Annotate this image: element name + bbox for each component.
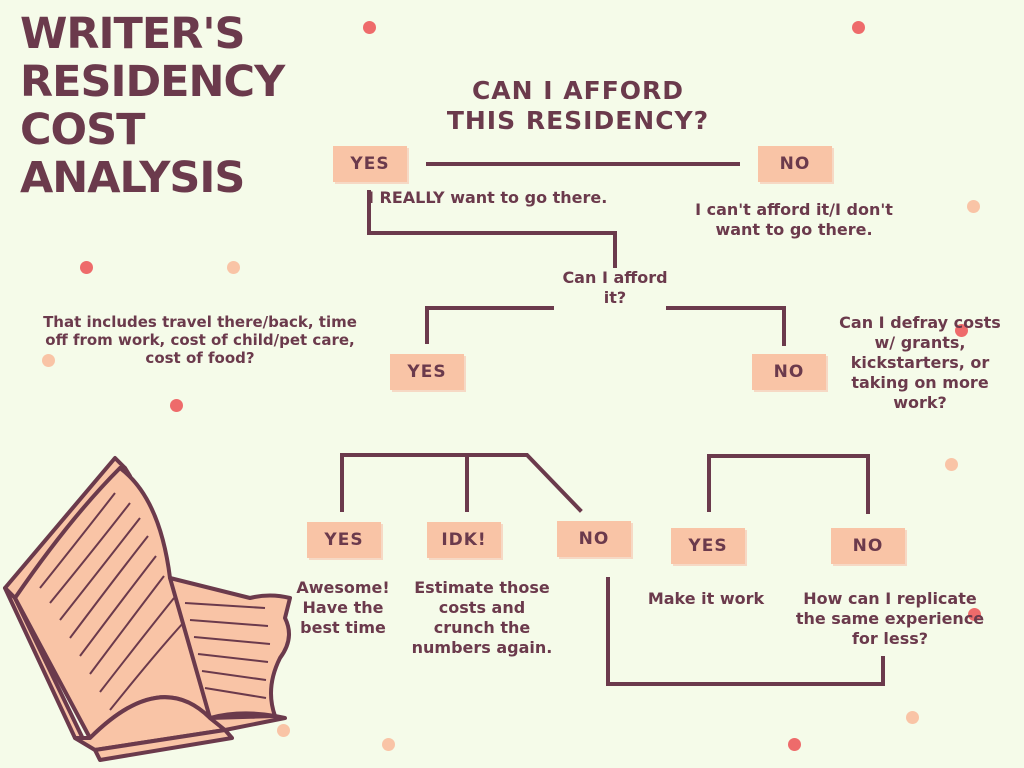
estimate-text: Estimate those costs and crunch the numb…	[411, 578, 553, 657]
yes-box-includes: YES	[307, 522, 381, 558]
yes-box-afford-residency: YES	[333, 146, 407, 182]
idk-box: IDK!	[427, 522, 501, 558]
decor-dot	[968, 608, 981, 621]
decor-dot	[382, 738, 395, 751]
connector-line	[425, 306, 554, 344]
really-want-text: I REALLY want to go there.	[368, 188, 608, 207]
decor-dot	[945, 458, 958, 471]
includes-costs-text: That includes travel there/back, time of…	[43, 313, 357, 367]
page-title: WRITER'S RESIDENCY COST ANALYSIS	[20, 9, 285, 203]
decor-dot	[227, 261, 240, 274]
no-box-defray: NO	[831, 528, 905, 564]
connector-line	[707, 454, 870, 514]
yes-box-can-afford: YES	[390, 354, 464, 390]
decor-dot	[80, 261, 93, 274]
decor-dot	[852, 21, 865, 34]
make-it-work-text: Make it work	[647, 589, 765, 608]
open-book-illustration	[3, 456, 292, 762]
decor-dot	[955, 324, 968, 337]
awesome-text: Awesome! Have the best time	[296, 578, 390, 637]
no-box-includes: NO	[557, 521, 631, 557]
decor-dot	[967, 200, 980, 213]
can-afford-question: Can I afford it?	[562, 268, 668, 307]
decor-dot	[788, 738, 801, 751]
decor-dot	[170, 399, 183, 412]
cant-afford-text: I can't afford it/I don't want to go the…	[695, 200, 893, 239]
decor-dot	[906, 711, 919, 724]
no-box-afford-residency: NO	[758, 146, 832, 182]
yes-box-defray: YES	[671, 528, 745, 564]
decor-dot	[42, 354, 55, 367]
connector-line	[606, 577, 885, 686]
main-question: CAN I AFFORD THIS RESIDENCY?	[446, 76, 710, 135]
decor-dot	[363, 21, 376, 34]
defray-costs-question: Can I defray costs w/ grants, kickstarte…	[839, 313, 1001, 412]
replicate-question: How can I replicate the same experience …	[795, 589, 985, 648]
connector-line	[340, 453, 583, 513]
connector-line	[666, 306, 786, 346]
no-box-can-afford: NO	[752, 354, 826, 390]
decor-dot	[277, 724, 290, 737]
connector-line	[367, 190, 617, 268]
